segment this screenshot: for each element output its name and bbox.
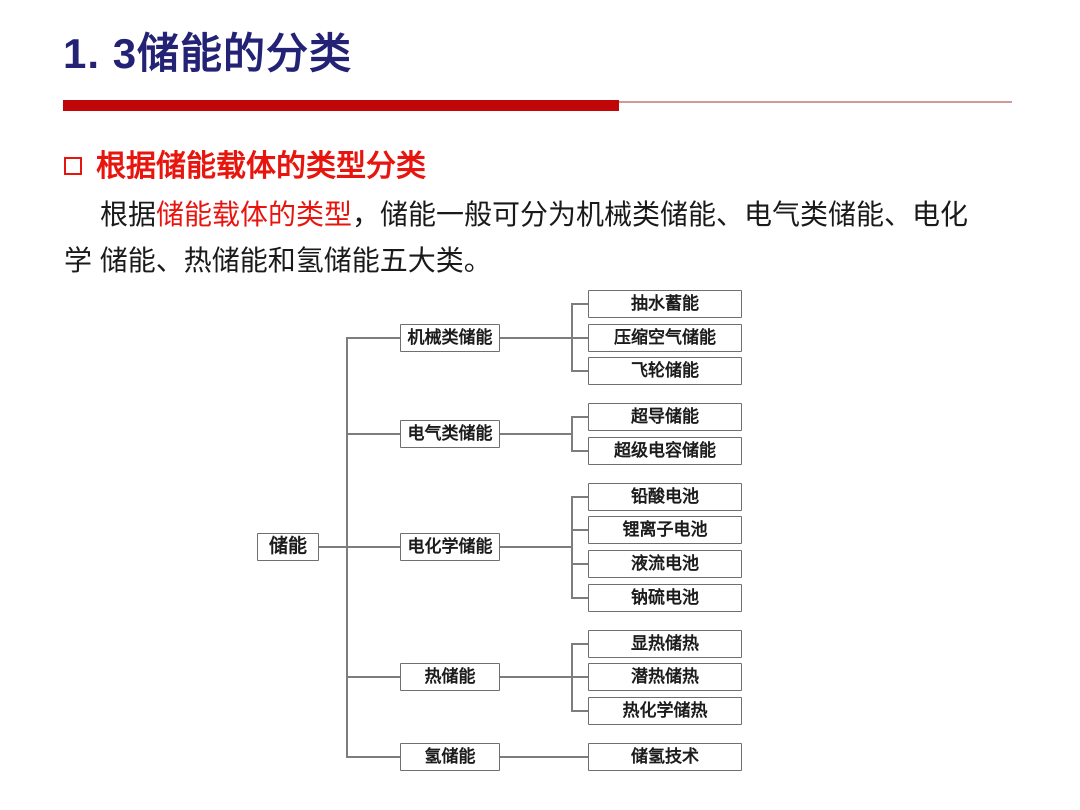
connector-line <box>572 529 588 531</box>
square-bullet-icon <box>64 157 82 175</box>
paragraph-text-segment: 学 储能、热储能和氢储能五大类。 <box>64 245 492 276</box>
tree-leaf-box: 抽水蓄能 <box>588 290 742 318</box>
connector-line <box>347 433 400 435</box>
title-rule-thin <box>619 101 1012 103</box>
tree-category-box: 氢储能 <box>400 743 500 771</box>
paragraph-text-segment: ，储能一般可分为机械类储能、电气类储能、电化 <box>352 199 969 230</box>
tree-category-box: 电气类储能 <box>400 420 500 448</box>
connector-line <box>572 643 588 645</box>
tree-leaf-box: 铅酸电池 <box>588 483 742 511</box>
connector-line <box>572 303 588 305</box>
connector-line <box>572 563 588 565</box>
connector-line <box>572 370 588 372</box>
connector-line <box>572 496 588 498</box>
tree-category-box: 机械类储能 <box>400 324 500 352</box>
section-heading: 根据储能载体的类型分类 <box>96 150 426 183</box>
paragraph-text-segment: 根据 <box>100 199 157 230</box>
body-paragraph: 根据储能载体的类型，储能一般可分为机械类储能、电气类储能、电化 学 储能、热储能… <box>64 192 1014 284</box>
tree-root-box: 储能 <box>257 533 319 561</box>
tree-category-box: 电化学储能 <box>400 533 500 561</box>
tree-leaf-box: 飞轮储能 <box>588 357 742 385</box>
tree-leaf-box: 热化学储热 <box>588 697 742 725</box>
tree-leaf-box: 显热储热 <box>588 630 742 658</box>
connector-line <box>572 710 588 712</box>
connector-line <box>347 756 400 758</box>
connector-line <box>500 546 572 548</box>
paragraph-line: 学 储能、热储能和氢储能五大类。 <box>64 238 1014 284</box>
connector-line <box>347 546 400 548</box>
connector-line <box>500 337 572 339</box>
tree-leaf-box: 锂离子电池 <box>588 516 742 544</box>
tree-leaf-box: 超级电容储能 <box>588 437 742 465</box>
title-rule-thick <box>63 100 619 111</box>
tree-leaf-box: 钠硫电池 <box>588 584 742 612</box>
connector-line <box>572 597 588 599</box>
tree-leaf-box: 超导储能 <box>588 403 742 431</box>
connector-line <box>572 337 588 339</box>
connector-line <box>347 337 400 339</box>
connector-line <box>572 416 588 418</box>
connector-line <box>571 496 573 599</box>
tree-leaf-box: 潜热储热 <box>588 663 742 691</box>
tree-leaf-box: 液流电池 <box>588 550 742 578</box>
connector-line <box>347 676 400 678</box>
tree-leaf-box: 储氢技术 <box>588 743 742 771</box>
connector-line <box>319 546 347 548</box>
page-title: 1. 3储能的分类 <box>63 30 353 77</box>
paragraph-text-segment: 储能载体的类型 <box>156 199 353 230</box>
connector-line <box>500 756 588 758</box>
tree-leaf-box: 压缩空气储能 <box>588 324 742 352</box>
tree-category-box: 热储能 <box>400 663 500 691</box>
connector-line <box>572 450 588 452</box>
connector-line <box>500 433 572 435</box>
paragraph-line: 根据储能载体的类型，储能一般可分为机械类储能、电气类储能、电化 <box>64 192 1014 238</box>
connector-line <box>572 676 588 678</box>
connector-line <box>500 676 572 678</box>
connector-line <box>571 416 573 452</box>
